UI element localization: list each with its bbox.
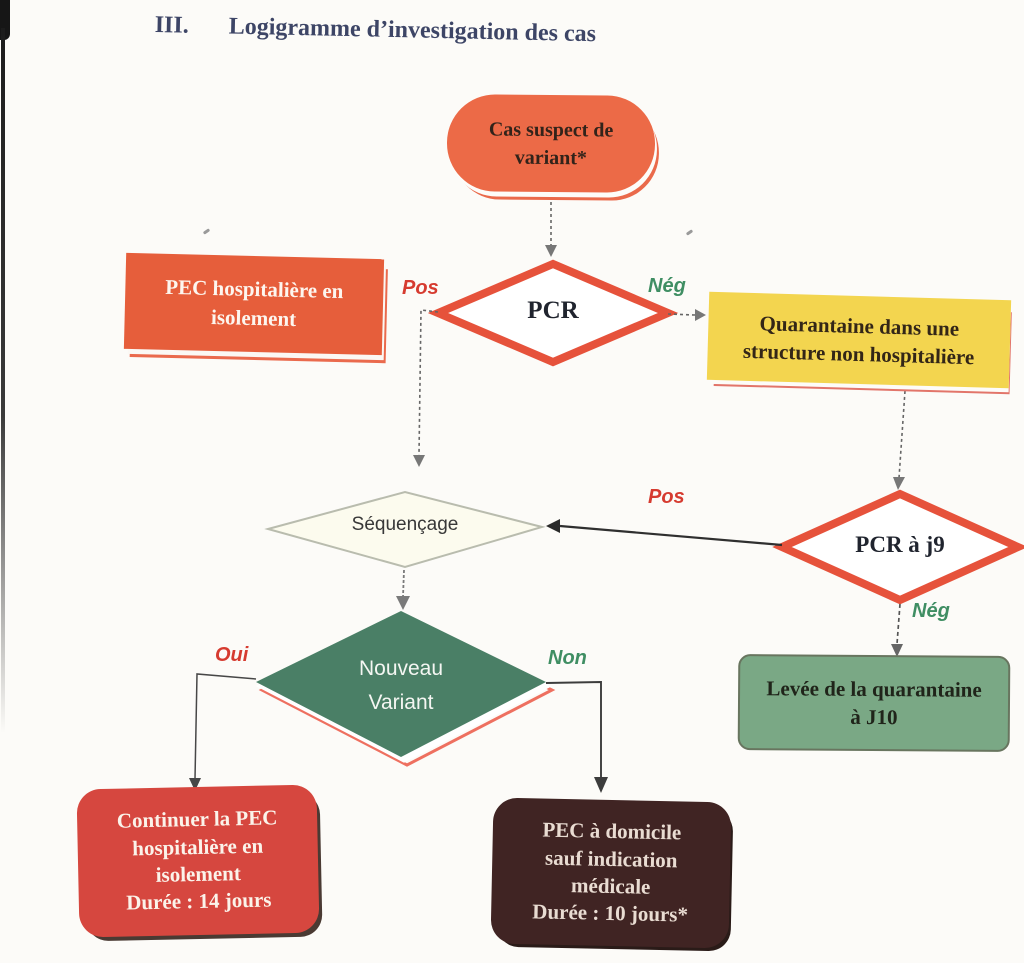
- edge-quarantaine-to-pcrj9: [898, 390, 906, 479]
- edge-variant-non: [545, 681, 602, 778]
- arrowhead: [695, 309, 706, 321]
- edge-label-pcrj9-pos: Pos: [648, 486, 685, 508]
- node-quarantaine: Quarantaine dans une structure non hospi…: [706, 291, 1012, 389]
- pcrj9-decision-diamond: [772, 489, 1024, 605]
- edge-pcrj9-pos: [559, 524, 783, 547]
- edge-pcrj9-neg: [896, 603, 901, 645]
- scan-edge-line: [1, 28, 5, 733]
- arrowhead: [546, 519, 560, 533]
- node-continuer-pec: Continuer la PEC hospitalière en isoleme…: [76, 784, 320, 938]
- arrowhead: [413, 455, 425, 467]
- node-pec-domicile: PEC à domicile sauf indication médicale …: [490, 797, 732, 949]
- arrowhead: [594, 777, 608, 793]
- label-sequencage: Séquençage: [351, 514, 459, 535]
- edge-label-pcr-pos: Pos: [402, 277, 439, 299]
- arrowhead: [396, 596, 410, 610]
- label-nouveau-variant: Nouveau Variant: [358, 657, 444, 714]
- edge-sequencage-to-variant: [402, 569, 405, 598]
- edge-label-pcrj9-neg: Nég: [912, 600, 950, 622]
- edge-pcr-neg: [667, 313, 696, 316]
- scan-edge-artifact: [0, 0, 10, 40]
- arrowhead: [893, 477, 905, 490]
- pcr-decision-diamond: [427, 259, 679, 367]
- edge-label-pcr-neg: Nég: [648, 275, 686, 297]
- node-pec-hospitaliere: PEC hospitalière en isolement: [123, 252, 385, 356]
- node-cas-suspect: Cas suspect de variant*: [446, 94, 656, 193]
- edge-variant-oui: [194, 673, 257, 780]
- label-pcr-decision: PCR: [527, 297, 579, 324]
- variant-decision-diamond: [256, 611, 546, 757]
- arrowhead: [891, 644, 903, 657]
- arrowhead: [189, 778, 201, 791]
- edge-pcr-pos: [418, 309, 439, 456]
- sequencage-diamond: [264, 490, 546, 569]
- arrowhead: [545, 245, 557, 257]
- edge-label-variant-non: Non: [548, 647, 587, 669]
- label-pcrj9-decision: PCR à j9: [855, 532, 945, 557]
- node-levee-quarantaine: Levée de la quarantaine à J10: [737, 654, 1011, 752]
- edge-label-variant-oui: Oui: [215, 644, 249, 666]
